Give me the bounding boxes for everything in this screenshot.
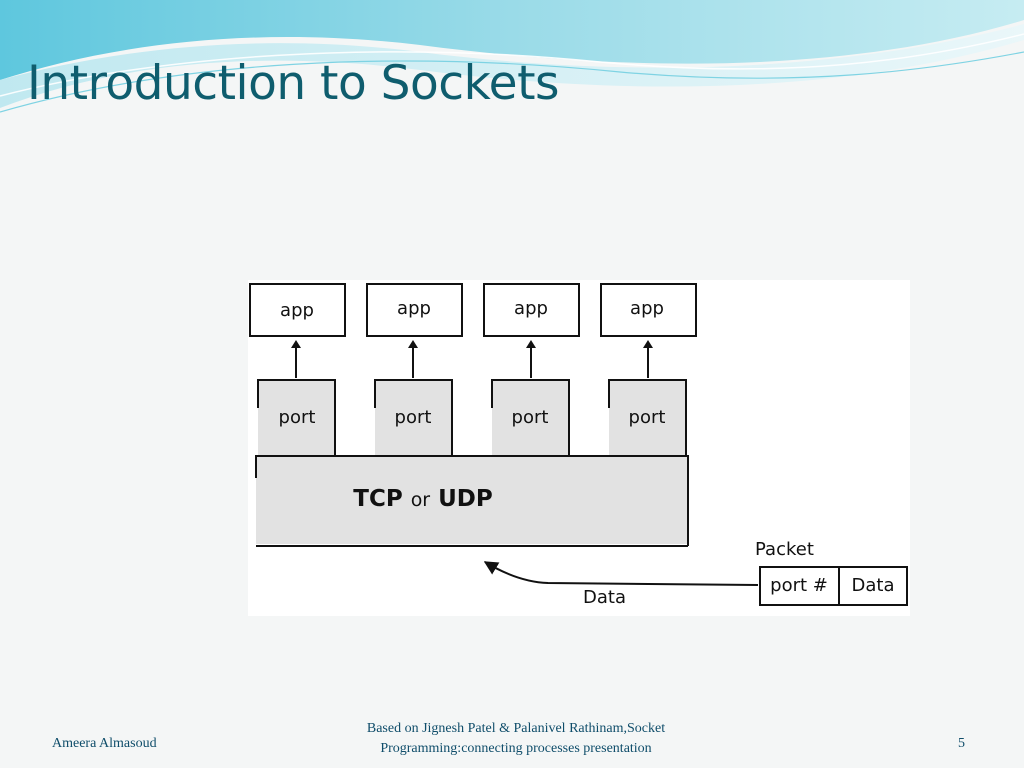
page-number: 5 xyxy=(958,736,965,751)
packet-box: port # Data xyxy=(759,566,908,606)
background-wave-decoration xyxy=(0,0,1024,113)
app-label: app xyxy=(397,298,431,319)
port-block: port xyxy=(257,379,336,456)
udp-label: UDP xyxy=(438,486,493,512)
port-label: port xyxy=(279,407,316,428)
transport-layer-block: TCP or UDP xyxy=(255,455,689,547)
port-label: port xyxy=(512,407,549,428)
port-block: port xyxy=(491,379,570,456)
app-label: app xyxy=(630,298,664,319)
footer-credit: Based on Jignesh Patel & Palanivel Rathi… xyxy=(316,719,716,759)
footer-credit-line-1: Based on Jignesh Patel & Palanivel Rathi… xyxy=(366,721,666,736)
port-to-app-arrow xyxy=(526,340,536,378)
data-flow-arrow xyxy=(483,561,759,586)
port-label: port xyxy=(629,407,666,428)
port-label: port xyxy=(395,407,432,428)
socket-diagram: app app app app xyxy=(248,280,910,616)
footer-author: Ameera Almasoud xyxy=(52,736,157,751)
port-to-app-arrow xyxy=(643,340,653,378)
app-label: app xyxy=(514,298,548,319)
data-arrow-label: Data xyxy=(583,587,626,608)
app-box: app xyxy=(249,283,346,337)
packet-port-field: port # xyxy=(770,575,828,596)
slide-title: Introduction to Sockets xyxy=(27,56,559,111)
app-box: app xyxy=(366,283,463,337)
port-block: port xyxy=(374,379,453,456)
app-label: app xyxy=(280,300,314,321)
packet-data-field: Data xyxy=(852,575,895,596)
footer-credit-line-2: Programming:connecting processes present… xyxy=(380,741,652,756)
port-to-app-arrow xyxy=(408,340,418,378)
app-box: app xyxy=(483,283,580,337)
app-box: app xyxy=(600,283,697,337)
port-to-app-arrow xyxy=(291,340,301,378)
or-label: or xyxy=(411,489,431,511)
transport-label: TCP or UDP xyxy=(353,486,493,512)
packet-label: Packet xyxy=(755,539,814,560)
tcp-label: TCP xyxy=(353,486,402,512)
port-block: port xyxy=(608,379,687,456)
